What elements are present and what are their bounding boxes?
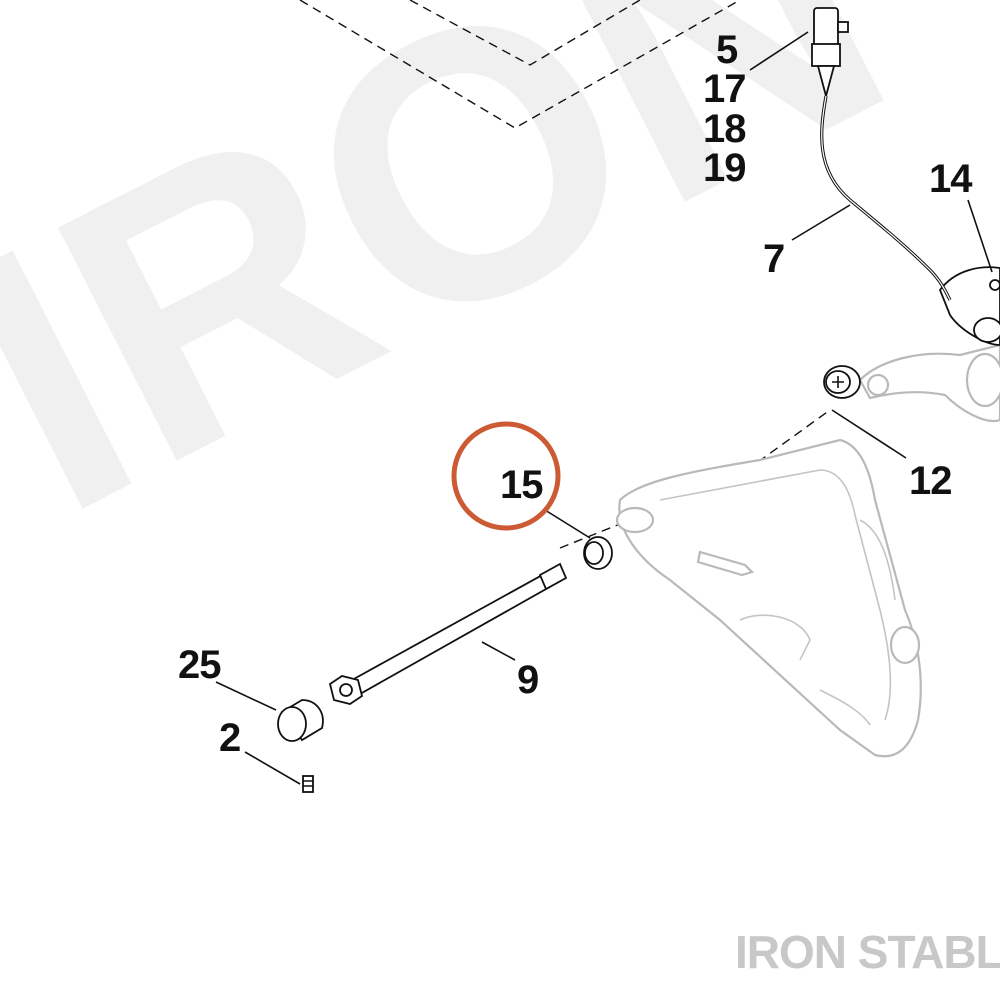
pivot-shaft-part	[328, 562, 568, 705]
set-screw-body	[302, 775, 314, 793]
pivot-shaft-thread	[538, 562, 568, 591]
swingarm-lower-tube	[819, 689, 871, 726]
leader-14	[967, 199, 993, 273]
connector-latch	[837, 21, 849, 33]
brand-footer-text: IRON STABLE	[735, 926, 1000, 978]
callout-5: 5	[716, 28, 738, 72]
callout-2: 2	[219, 716, 240, 760]
swingarm-hole-lower	[889, 625, 921, 665]
leader-15	[544, 509, 591, 539]
sensor-bracket-part	[938, 266, 1000, 346]
sensor-bracket-screw	[989, 279, 1000, 291]
callout-12: 12	[909, 459, 952, 503]
connector-boot	[811, 43, 841, 67]
upper-bracket-outline	[858, 343, 1000, 423]
callout-15: 15	[500, 463, 543, 507]
swingarm-bracket	[739, 614, 811, 661]
dashed-assembly-lines	[299, 0, 831, 549]
dashed-line-seal	[559, 521, 626, 549]
pivot-shaft-head-face	[339, 683, 353, 697]
callout-labels: 5 17 18 19 14 7 12 9 25 2 15	[178, 28, 974, 760]
leader-2	[244, 751, 301, 785]
connector-strain-relief	[816, 65, 836, 100]
swingarm-bolt	[696, 550, 755, 577]
swingarm-part	[615, 438, 922, 758]
swingarm-pivot-hole	[615, 506, 655, 534]
callout-18: 18	[703, 107, 746, 151]
leader-12	[831, 409, 907, 459]
leader-9	[481, 641, 516, 661]
leader-25	[215, 681, 277, 711]
cap-part	[277, 699, 324, 742]
connector-body	[813, 7, 839, 47]
swingarm-outline	[618, 438, 922, 758]
sensor-bracket-hole	[973, 317, 1000, 343]
highlight-circle	[451, 421, 561, 531]
leader-lines	[215, 31, 993, 785]
upper-bracket-part	[858, 343, 1000, 423]
dashed-line-outer	[299, 0, 741, 129]
bushing-part	[823, 365, 861, 399]
upper-bracket-hole	[866, 373, 890, 397]
seal-inner	[584, 541, 604, 565]
sensor-cable-highlight	[821, 95, 951, 301]
callout-19: 19	[703, 146, 746, 190]
leader-5	[749, 31, 809, 71]
callout-25: 25	[178, 643, 221, 687]
sensor-connector-part	[811, 7, 952, 301]
upper-bracket-boss	[965, 352, 1000, 408]
bushing-cross	[832, 376, 844, 388]
cap-face	[277, 706, 307, 742]
callout-14: 14	[929, 157, 973, 201]
dashed-line-inner	[409, 0, 641, 66]
callout-9: 9	[517, 658, 538, 702]
leader-7	[791, 204, 851, 241]
swingarm-inner-edge	[659, 469, 892, 721]
seal-part	[583, 536, 613, 570]
callout-7: 7	[763, 237, 784, 281]
swingarm-slot	[859, 519, 896, 601]
set-screw-threads	[303, 780, 313, 787]
callout-17: 17	[703, 67, 746, 111]
set-screw-part	[302, 775, 314, 793]
